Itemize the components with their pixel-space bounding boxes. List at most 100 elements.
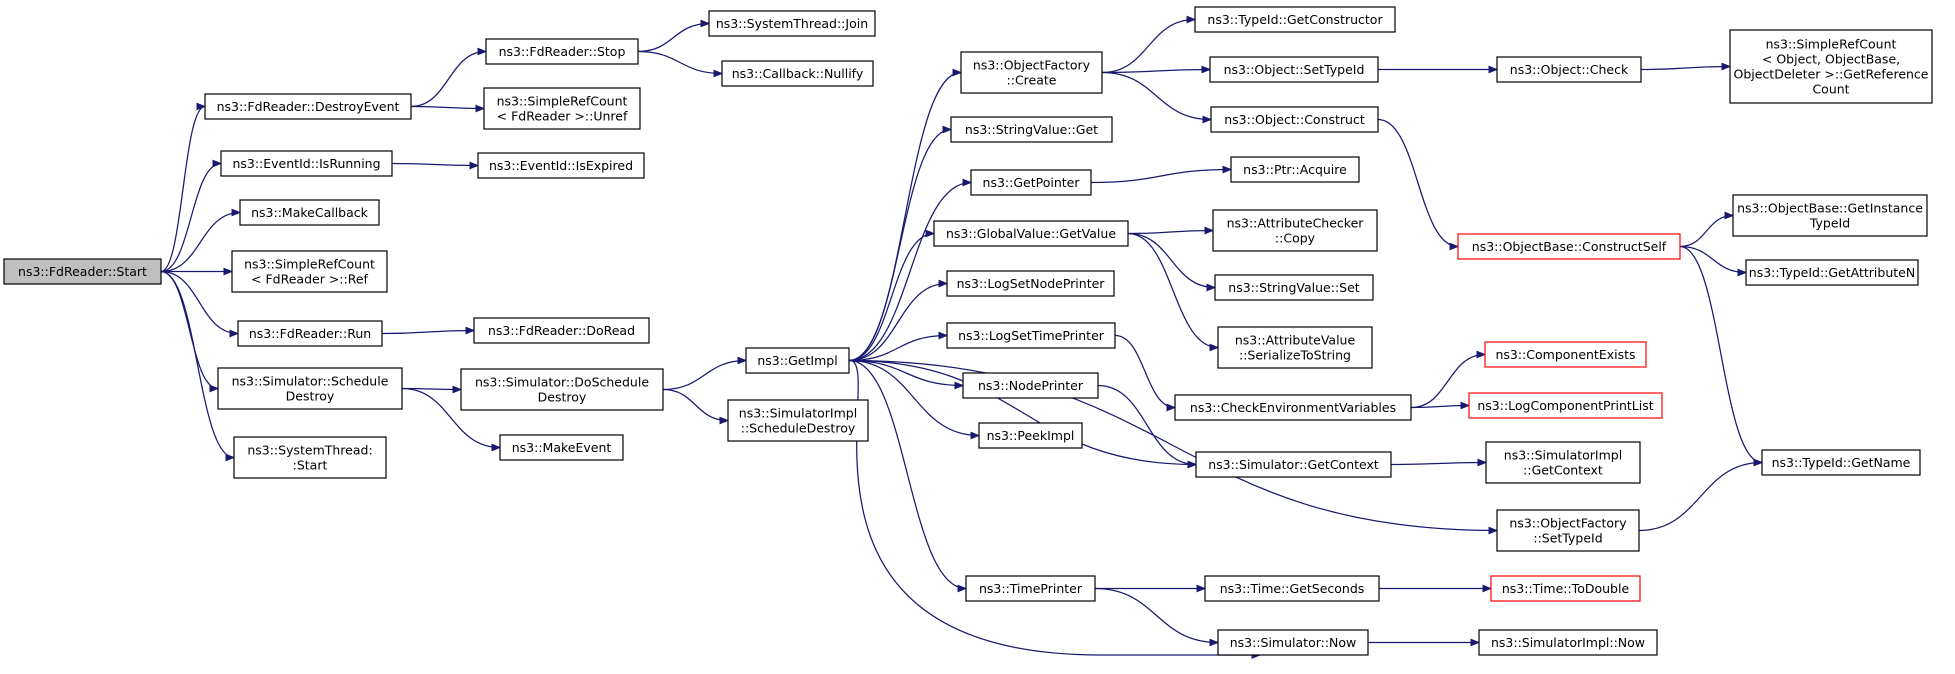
node-of-set-type-id[interactable]: ns3::ObjectFactory::SetTypeId <box>1496 509 1640 552</box>
node-make-callback[interactable]: ns3::MakeCallback <box>239 199 380 226</box>
node-get-ctor[interactable]: ns3::TypeId::GetConstructor <box>1194 6 1396 33</box>
node-stop[interactable]: ns3::FdReader::Stop <box>485 38 639 65</box>
node-box <box>960 51 1103 94</box>
node-do-read[interactable]: ns3::FdReader::DoRead <box>473 317 650 344</box>
call-edge <box>1638 463 1762 532</box>
node-obj-check[interactable]: ns3::Object::Check <box>1496 56 1642 83</box>
call-edge <box>160 213 240 273</box>
node-box <box>1217 326 1373 369</box>
node-label: ns3::LogSetNodePrinter <box>957 276 1106 291</box>
node-gv-get-value[interactable]: ns3::GlobalValue::GetValue <box>933 220 1129 247</box>
node-get-ref-count[interactable]: ns3::SimpleRefCount< Object, ObjectBase,… <box>1729 29 1933 104</box>
node-label: ns3::Ptr::Acquire <box>1243 162 1347 177</box>
node-label: ns3::SimpleRefCount <box>244 257 375 272</box>
node-obj-fact-create[interactable]: ns3::ObjectFactory::Create <box>960 51 1103 94</box>
node-box <box>1204 575 1380 602</box>
edge-objConstruct-to-constructSelf <box>1377 118 1459 247</box>
node-box <box>499 434 624 461</box>
node-sim-impl-get-ctx[interactable]: ns3::SimulatorImpl::GetContext <box>1485 441 1641 484</box>
node-label: ns3::FdReader::DoRead <box>488 323 635 338</box>
node-is-running[interactable]: ns3::EventId::IsRunning <box>220 150 393 177</box>
node-get-attr-n[interactable]: ns3::TypeId::GetAttributeN <box>1745 259 1919 286</box>
node-time-printer[interactable]: ns3::TimePrinter <box>965 575 1096 602</box>
edge-destroyEvent-to-unref <box>410 107 484 109</box>
call-edge <box>848 73 961 362</box>
node-nullify[interactable]: ns3::Callback::Nullify <box>721 60 874 87</box>
node-ref-fd[interactable]: ns3::SimpleRefCount< FdReader >::Ref <box>231 250 388 293</box>
node-comp-exists[interactable]: ns3::ComponentExists <box>1484 341 1647 368</box>
edge-layer <box>160 20 1763 656</box>
node-time-to-double[interactable]: ns3::Time::ToDouble <box>1490 575 1641 602</box>
node-sim-impl-now[interactable]: ns3::SimulatorImpl::Now <box>1478 629 1658 656</box>
node-box <box>965 575 1096 602</box>
edge-start-to-sysThreadStart <box>160 270 235 458</box>
node-label: ns3::StringValue::Get <box>965 122 1098 137</box>
node-attr-check-copy[interactable]: ns3::AttributeChecker::Copy <box>1212 209 1378 252</box>
node-label: ns3::Object::Construct <box>1224 112 1365 127</box>
call-edge <box>848 359 963 386</box>
node-label: Destroy <box>286 389 335 404</box>
node-make-event[interactable]: ns3::MakeEvent <box>499 434 624 461</box>
node-box <box>727 399 869 442</box>
node-ptr-acquire[interactable]: ns3::Ptr::Acquire <box>1230 156 1360 183</box>
edge-getImpl-to-ofSetTypeId <box>848 359 1497 531</box>
node-str-val-set[interactable]: ns3::StringValue::Set <box>1214 274 1374 301</box>
node-start[interactable]: ns3::FdReader::Start <box>3 258 162 285</box>
node-peek-impl[interactable]: ns3::PeekImpl <box>978 422 1083 449</box>
node-get-name[interactable]: ns3::TypeId::GetName <box>1761 449 1921 476</box>
node-get-pointer[interactable]: ns3::GetPointer <box>970 169 1092 196</box>
node-log-set-node[interactable]: ns3::LogSetNodePrinter <box>946 270 1115 297</box>
node-destroy-event[interactable]: ns3::FdReader::DestroyEvent <box>204 93 412 120</box>
node-label: ns3::MakeEvent <box>512 440 612 455</box>
call-edge <box>662 361 746 391</box>
node-log-set-time[interactable]: ns3::LogSetTimePrinter <box>946 322 1116 349</box>
node-node-printer[interactable]: ns3::NodePrinter <box>962 372 1099 399</box>
node-check-env[interactable]: ns3::CheckEnvironmentVariables <box>1174 394 1412 421</box>
edge-start-to-isRunning <box>160 164 222 273</box>
node-label: ns3::LogSetTimePrinter <box>958 328 1105 343</box>
node-box <box>204 93 412 120</box>
node-label: < FdReader >::Unref <box>497 109 628 124</box>
call-edge <box>1094 587 1218 643</box>
node-label: TypeId <box>1809 216 1850 231</box>
call-edge <box>637 50 722 74</box>
edge-getImpl-to-getPointer <box>848 183 971 362</box>
node-time-get-seconds[interactable]: ns3::Time::GetSeconds <box>1204 575 1380 602</box>
node-construct-self[interactable]: ns3::ObjectBase::ConstructSelf <box>1457 233 1681 260</box>
node-label: ns3::FdReader::Start <box>18 264 147 279</box>
node-join[interactable]: ns3::SystemThread::Join <box>708 10 876 37</box>
call-edge <box>848 284 947 362</box>
node-sim-impl-sched-destroy[interactable]: ns3::SimulatorImpl::ScheduleDestroy <box>727 399 869 442</box>
edge-getImpl-to-simGetContext <box>848 359 1196 465</box>
node-box <box>1194 6 1396 33</box>
call-edge <box>1410 355 1485 409</box>
edge-nodePrinter-to-simGetContext <box>1097 384 1196 465</box>
node-obj-construct[interactable]: ns3::Object::Construct <box>1210 106 1379 133</box>
node-is-expired[interactable]: ns3::EventId::IsExpired <box>477 152 645 179</box>
node-unref[interactable]: ns3::SimpleRefCount< FdReader >::Unref <box>483 87 641 130</box>
node-set-type-id-obj[interactable]: ns3::Object::SetTypeId <box>1209 56 1379 83</box>
node-box <box>1496 56 1642 83</box>
call-edge <box>1377 118 1459 247</box>
node-sys-thread-start[interactable]: ns3::SystemThread::Start <box>233 436 387 479</box>
node-box <box>1468 392 1663 419</box>
node-sim-now[interactable]: ns3::Simulator::Now <box>1217 629 1369 656</box>
node-log-comp-print[interactable]: ns3::LogComponentPrintList <box>1468 392 1663 419</box>
node-label: ns3::TimePrinter <box>979 581 1083 596</box>
edge-doSchedDestroy-to-simImplSchedDestroy <box>662 388 728 421</box>
node-sim-get-context[interactable]: ns3::Simulator::GetContext <box>1195 451 1392 478</box>
node-run[interactable]: ns3::FdReader::Run <box>237 320 383 347</box>
edge-start-to-run <box>160 270 238 334</box>
node-label: ns3::SimulatorImpl <box>739 406 857 421</box>
call-edge <box>848 183 971 362</box>
node-attr-val-ser[interactable]: ns3::AttributeValue::SerializeToString <box>1217 326 1373 369</box>
node-sched-destroy[interactable]: ns3::Simulator::ScheduleDestroy <box>217 367 403 410</box>
node-str-val-get[interactable]: ns3::StringValue::Get <box>950 116 1113 143</box>
call-edge <box>1390 463 1486 465</box>
node-label: ns3::CheckEnvironmentVariables <box>1190 400 1396 415</box>
node-get-impl[interactable]: ns3::GetImpl <box>745 347 850 374</box>
edge-getImpl-to-nodePrinter <box>848 359 963 386</box>
